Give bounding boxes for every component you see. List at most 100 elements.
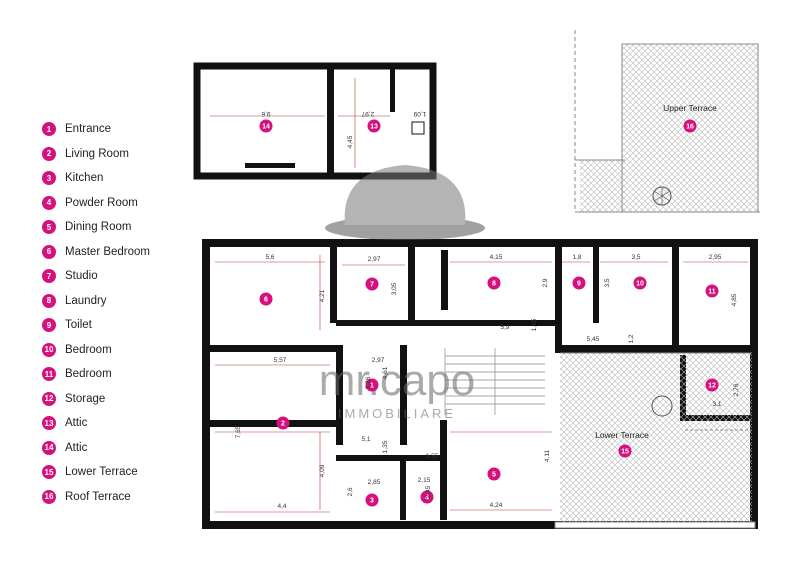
svg-text:5: 5: [492, 472, 496, 479]
dimension-label: 4,15: [490, 254, 503, 261]
dimension-label: 3,1: [712, 401, 721, 408]
legend-label: Lower Terrace: [65, 466, 138, 479]
lower-terrace: [554, 352, 756, 529]
legend-item: 15 Lower Terrace: [42, 460, 150, 485]
watermark-sub: IMMOBILIARE: [338, 406, 456, 421]
legend-number-badge: 12: [42, 391, 56, 406]
room-badge: 11: [705, 284, 719, 298]
room-badge: 2: [276, 416, 290, 430]
dimension-label: 2,85: [368, 479, 381, 486]
svg-text:3: 3: [370, 498, 374, 505]
dimension-label: 2,97: [361, 110, 374, 117]
legend-item: 16 Roof Terrace: [42, 485, 150, 510]
room-badge: 5: [487, 467, 501, 481]
svg-text:9: 9: [577, 281, 581, 288]
dimension-label: 3,05: [391, 282, 398, 295]
svg-text:13: 13: [370, 124, 378, 131]
main-floor: [202, 239, 758, 529]
svg-text:4: 4: [425, 495, 429, 502]
legend-item: 4 Powder Room: [42, 191, 150, 216]
dimension-label: 2,95: [709, 254, 722, 261]
room-badge: 3: [365, 493, 379, 507]
svg-text:7: 7: [370, 282, 374, 289]
legend-label: Kitchen: [65, 172, 104, 185]
legend-label: Attic: [65, 417, 88, 430]
legend-number-badge: 4: [42, 195, 56, 210]
room-badge: 16: [683, 119, 697, 133]
watermark-brand: mr.capo: [319, 356, 476, 405]
room-badge: 7: [365, 277, 379, 291]
watermark: mr.capo IMMOBILIARE: [319, 165, 485, 421]
legend-label: Bedroom: [65, 343, 112, 356]
legend-number-badge: 9: [42, 318, 56, 333]
dimension-label: 4,4: [277, 503, 286, 510]
upper-terrace-label: Upper Terrace: [663, 103, 717, 113]
legend-item: 12 Storage: [42, 387, 150, 412]
legend-number-badge: 16: [42, 489, 56, 504]
legend-item: 2 Living Room: [42, 142, 150, 167]
dimension-label: 1,09: [413, 110, 426, 117]
legend-label: Powder Room: [65, 196, 138, 209]
legend-item: 9 Toilet: [42, 313, 150, 338]
legend-item: 3 Kitchen: [42, 166, 150, 191]
attic-floor: [193, 62, 437, 180]
dimension-label: 5,6: [265, 254, 274, 261]
legend-label: Attic: [65, 441, 88, 454]
legend-number-badge: 3: [42, 171, 56, 186]
room-badge: 10: [633, 276, 647, 290]
room-badge: 8: [487, 276, 501, 290]
legend-label: Dining Room: [65, 221, 132, 234]
legend-number-badge: 11: [42, 367, 56, 382]
legend-number-badge: 1: [42, 122, 56, 137]
svg-text:2: 2: [281, 421, 285, 428]
svg-text:11: 11: [708, 289, 716, 296]
room-badge: 6: [259, 292, 273, 306]
dimension-label: 1,15: [531, 318, 538, 331]
dimension-label: 2,97: [368, 256, 381, 263]
dimension-label: 9,6: [261, 110, 270, 117]
dimension-label: 2,97: [372, 357, 385, 364]
dimension-label: 2,15: [418, 477, 431, 484]
legend-item: 13 Attic: [42, 411, 150, 436]
room-badge: 15: [618, 444, 632, 458]
svg-text:14: 14: [262, 124, 270, 131]
dimension-label: 4,09: [319, 464, 326, 477]
dimension-label: 2,45: [425, 485, 432, 498]
legend-item: 10 Bedroom: [42, 338, 150, 363]
legend-label: Storage: [65, 392, 106, 405]
legend-number-badge: 15: [42, 465, 56, 480]
dimension-label: 4,61: [382, 366, 389, 379]
dimension-label: 4,85: [731, 293, 738, 306]
legend-number-badge: 6: [42, 244, 56, 259]
room-badge: 13: [367, 119, 381, 133]
dimension-label: 1,8: [572, 254, 581, 261]
dimension-label: 5,1: [361, 436, 370, 443]
legend-label: Living Room: [65, 147, 129, 160]
legend-number-badge: 2: [42, 146, 56, 161]
dimension-label: 3,5: [631, 254, 640, 261]
legend-label: Studio: [65, 270, 98, 283]
dimension-label: 7,65: [235, 425, 242, 438]
svg-text:1: 1: [370, 383, 374, 390]
legend-label: Toilet: [65, 319, 92, 332]
dimension-label: 2,9: [542, 278, 549, 287]
dimension-label: 3,5: [604, 278, 611, 287]
legend-number-badge: 13: [42, 416, 56, 431]
legend-number-badge: 10: [42, 342, 56, 357]
legend-label: Roof Terrace: [65, 490, 131, 503]
dimension-label: 1,2: [628, 334, 635, 343]
legend-label: Bedroom: [65, 368, 112, 381]
legend-label: Laundry: [65, 294, 107, 307]
room-badge: 1: [365, 378, 379, 392]
dimension-label: 5,45: [587, 336, 600, 343]
svg-text:10: 10: [636, 281, 644, 288]
room-badge: 14: [259, 119, 273, 133]
